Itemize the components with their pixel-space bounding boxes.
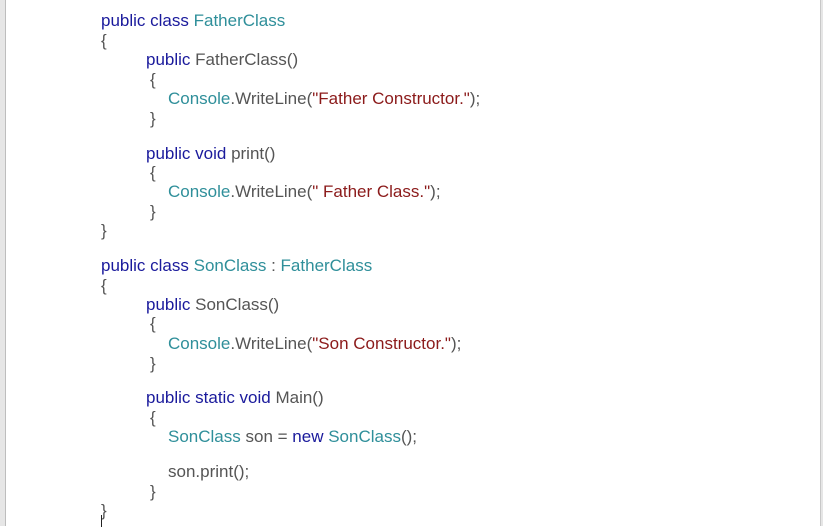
code-line: son.print();	[168, 462, 249, 482]
code-token: {	[150, 314, 156, 333]
code-token: "Son Constructor."	[312, 334, 451, 353]
code-token: Main()	[275, 388, 324, 407]
left-border	[0, 0, 6, 526]
code-token: Console	[168, 334, 231, 353]
code-line: Console.WriteLine(" Father Class.");	[168, 182, 441, 202]
code-line: SonClass son = new SonClass();	[168, 427, 417, 447]
code-token: son.print();	[168, 462, 250, 481]
code-token: public	[146, 295, 196, 314]
code-line: public static void Main()	[146, 388, 324, 408]
code-token: }	[101, 221, 107, 240]
code-token: .WriteLine(	[230, 334, 313, 353]
code-token: {	[101, 276, 107, 295]
right-border	[820, 0, 823, 526]
code-token: );	[469, 89, 481, 108]
code-line: public SonClass()	[146, 295, 279, 315]
code-token: FatherClass()	[195, 50, 299, 69]
code-token: son =	[240, 427, 293, 446]
code-line: public class SonClass : FatherClass	[101, 256, 372, 276]
code-token: .WriteLine(	[230, 182, 313, 201]
code-token: public class	[101, 11, 194, 30]
code-token: :	[266, 256, 281, 275]
code-token: Console	[168, 89, 231, 108]
code-token: FatherClass	[280, 256, 373, 275]
code-token: public class	[101, 256, 194, 275]
code-token: }	[150, 354, 156, 373]
code-line: }	[150, 109, 156, 129]
code-token: public static void	[146, 388, 276, 407]
code-token: }	[150, 482, 156, 501]
code-line: {	[150, 408, 156, 428]
code-token: {	[150, 408, 156, 427]
code-line: Console.WriteLine("Son Constructor.");	[168, 334, 461, 354]
code-token: Console	[168, 182, 231, 201]
code-line: {	[150, 163, 156, 183]
code-token: print()	[231, 144, 276, 163]
code-token: public	[146, 50, 196, 69]
code-token: }	[150, 202, 156, 221]
code-token: );	[430, 182, 441, 201]
code-line: public FatherClass()	[146, 50, 298, 70]
code-token: SonClass()	[195, 295, 280, 314]
text-caret	[101, 515, 102, 527]
code-token: }	[150, 109, 156, 128]
code-token: ();	[400, 427, 418, 446]
code-token: }	[101, 501, 107, 520]
code-line: {	[101, 31, 107, 51]
code-line: }	[101, 501, 107, 521]
code-token: {	[101, 31, 107, 50]
code-line: }	[150, 482, 156, 502]
code-line: {	[150, 70, 156, 90]
code-editor[interactable]: public class FatherClass{public FatherCl…	[6, 0, 819, 526]
code-token: public void	[146, 144, 232, 163]
code-line: {	[101, 276, 107, 296]
code-line: public class FatherClass	[101, 11, 285, 31]
code-token: );	[450, 334, 462, 353]
code-token: SonClass	[168, 427, 241, 446]
code-line: {	[150, 314, 156, 334]
code-line: }	[150, 202, 156, 222]
code-line: }	[101, 221, 107, 241]
code-token: {	[150, 70, 156, 89]
code-token: new	[292, 427, 329, 446]
code-line: }	[150, 354, 156, 374]
code-token: SonClass	[193, 256, 267, 275]
code-token: FatherClass	[193, 11, 286, 30]
code-token: "Father Constructor."	[312, 89, 470, 108]
code-token: .WriteLine(	[230, 89, 313, 108]
code-token: {	[150, 163, 156, 182]
code-token: SonClass	[328, 427, 401, 446]
code-line: Console.WriteLine("Father Constructor.")…	[168, 89, 480, 109]
code-token: " Father Class."	[312, 182, 431, 201]
code-line: public void print()	[146, 144, 275, 164]
